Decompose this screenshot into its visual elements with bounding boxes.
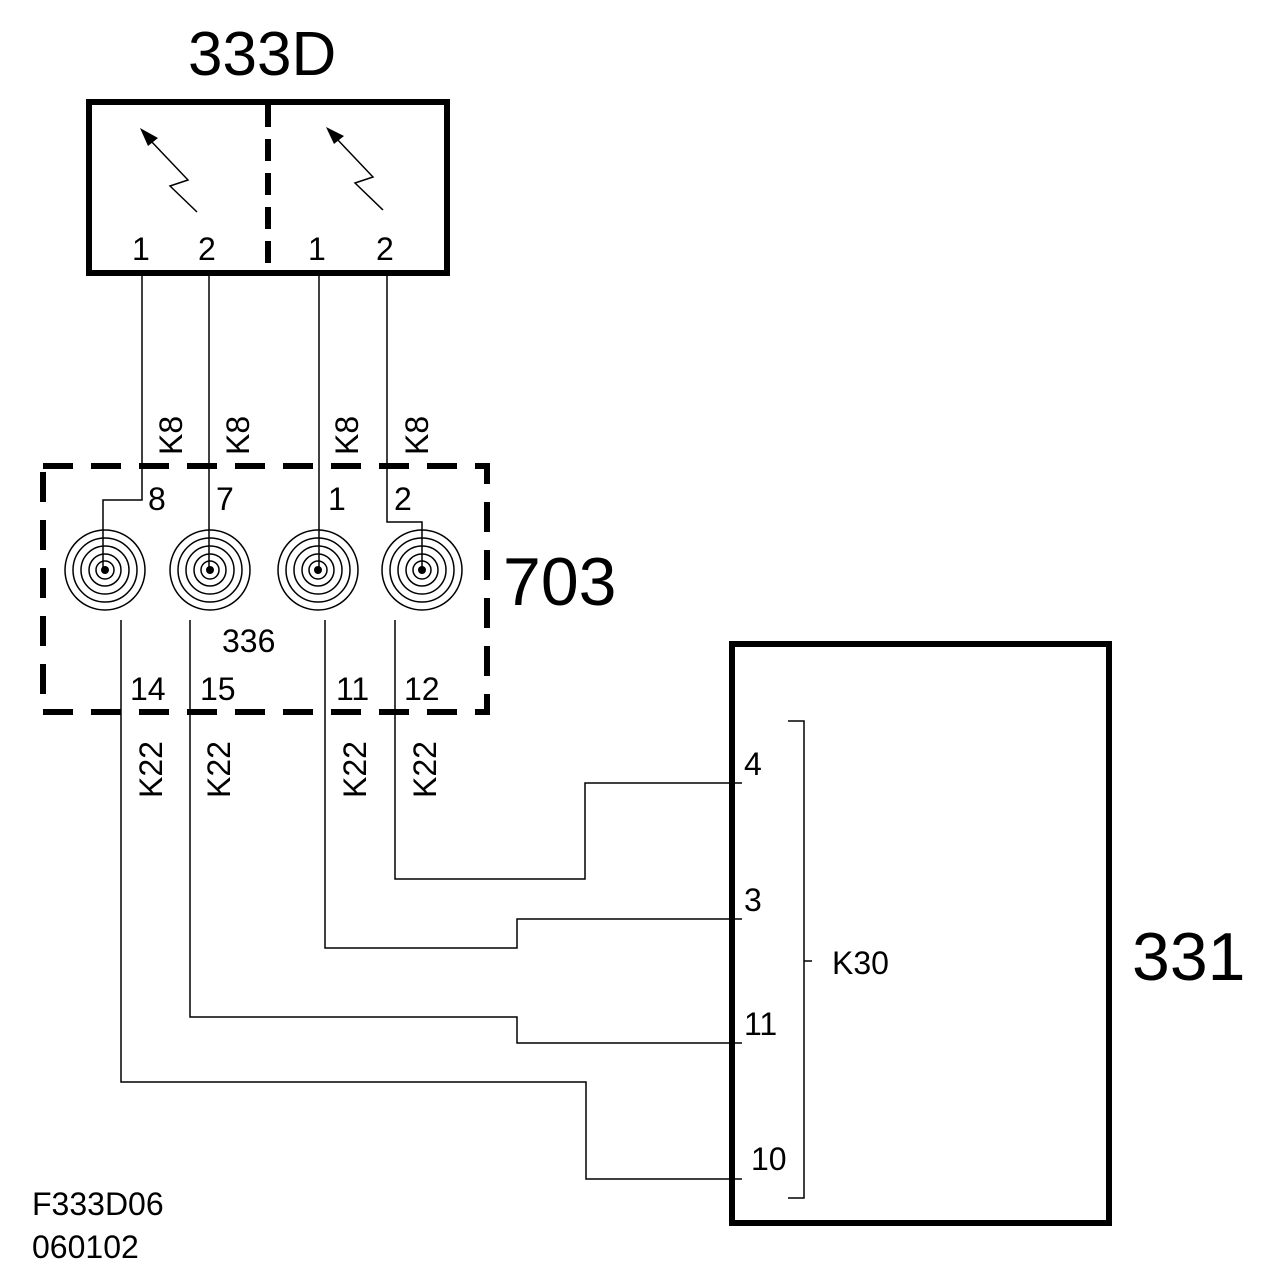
clockspring-pin-label: 15 [200,671,236,707]
connector-label-k8: K8 [399,416,435,455]
wire [394,620,742,880]
wire [102,467,143,568]
coil-icon [169,529,251,611]
switch-block [86,99,450,276]
control-module-ref: 331 [1132,919,1245,995]
clockspring-pin-label: 7 [216,481,234,517]
connector-label-k8: K8 [220,416,256,455]
module-pin-label: 4 [744,746,762,782]
date-code: 060102 [32,1229,139,1265]
wire [189,620,742,1044]
connector-label-k22: K22 [133,741,169,798]
connector-label-k22: K22 [407,741,443,798]
coil-icon [277,529,359,611]
switch-block-ref: 333D [188,20,336,89]
module-pin-label: 10 [751,1141,787,1177]
module-pin-label: 3 [744,882,762,918]
wire [386,467,423,568]
switch-symbol-icon [140,128,198,213]
clockspring-pin-label: 11 [336,671,369,707]
connector-label-k22: K22 [337,741,373,798]
wire [120,620,742,1180]
clockspring-pin-label: 12 [404,671,440,707]
connector-label-k8: K8 [329,416,365,455]
clockspring-inner-ref: 336 [222,623,275,659]
connector-bracket [788,720,805,1199]
coil-icon [381,529,463,611]
switch-pin-label: 1 [132,231,150,267]
figure-id: F333D06 [32,1186,164,1222]
switch-symbol-icon [326,127,384,211]
clockspring-pin-label: 1 [328,481,346,517]
control-module [729,641,1112,1226]
clockspring-pin-label: 8 [148,481,166,517]
wire [324,620,742,949]
module-pin-label: 11 [744,1006,777,1042]
clockspring-ref: 703 [503,544,616,620]
connector-label-k22: K22 [201,741,237,798]
switch-pin-label: 2 [376,231,394,267]
clockspring-pin-label: 2 [394,481,412,517]
clockspring-housing [40,463,490,715]
switch-pin-label: 1 [308,231,326,267]
connector-label-k8: K8 [153,416,189,455]
switch-pin-label: 2 [198,231,216,267]
coil-icon [64,529,146,611]
connector-label-k30: K30 [832,945,889,981]
clockspring-pin-label: 14 [130,671,166,707]
